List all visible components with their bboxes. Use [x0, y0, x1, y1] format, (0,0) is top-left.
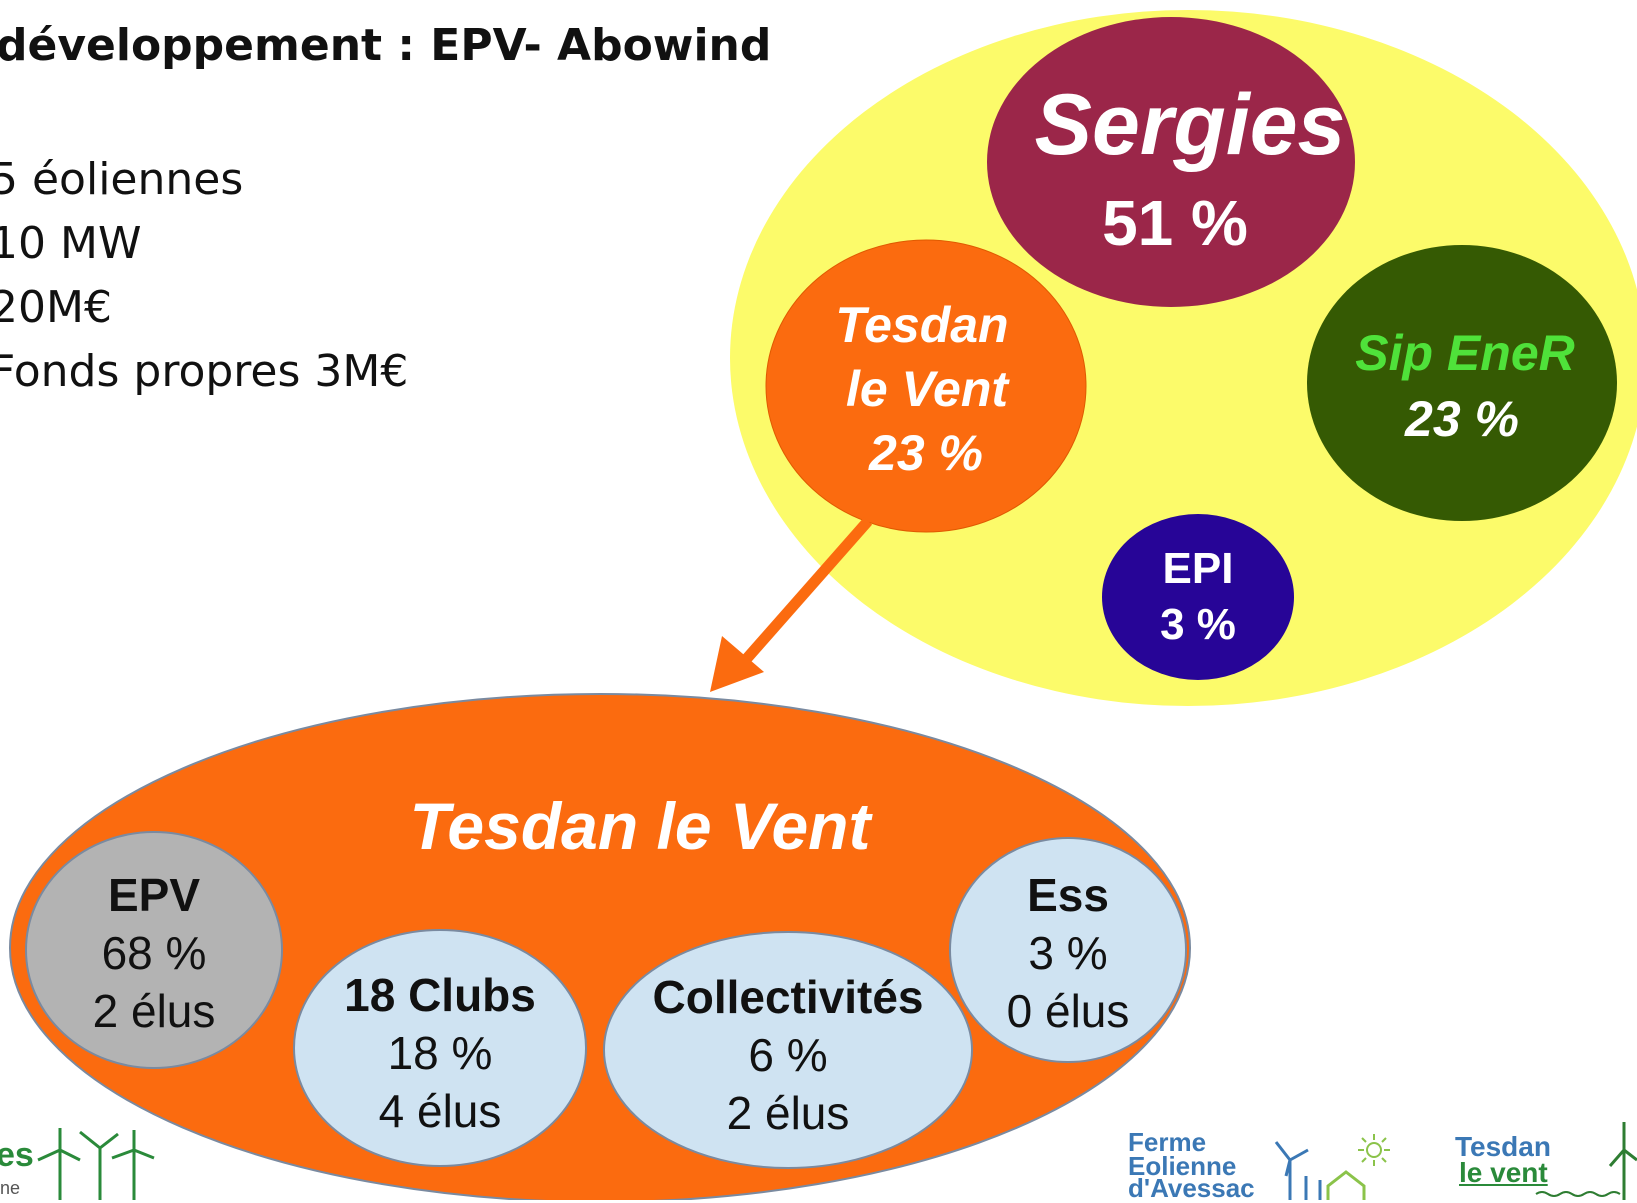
- collectivites-share: 6 %: [748, 1029, 828, 1081]
- left-logo-subtext: ne: [0, 1178, 21, 1198]
- sun-icon: [1358, 1134, 1390, 1166]
- epv-name: EPV: [107, 869, 201, 921]
- clubs-name: 18 Clubs: [344, 969, 536, 1021]
- tesdan-group-title: Tesdan le Vent: [409, 789, 871, 863]
- wind-turbine-icon: [37, 1128, 155, 1200]
- tesdan-logo-line2: le vent: [1459, 1157, 1548, 1188]
- left-logo-text: es: [0, 1136, 34, 1174]
- avessac-logo-line2: Eolienne: [1128, 1151, 1237, 1181]
- clubs-seats: 4 élus: [378, 1085, 502, 1137]
- ess-name: Ess: [1027, 869, 1109, 921]
- tesdan-circle: [765, 239, 1087, 533]
- avessac-logo-line3: d'Avessac: [1128, 1173, 1255, 1203]
- epi-name: EPI: [1162, 544, 1234, 593]
- clubs-circle: [293, 929, 587, 1167]
- epv-share: 68 %: [101, 927, 207, 979]
- sergies-share: 51 %: [1102, 187, 1248, 259]
- project-facts-list: 5 éoliennes 10 MW 20M€ Fonds propres 3M€: [0, 148, 408, 404]
- ess-circle: [949, 837, 1187, 1063]
- ess-seats: 0 élus: [1006, 985, 1130, 1037]
- sip-ener-name: Sip EneR: [1355, 325, 1575, 381]
- house-icon: [1326, 1170, 1366, 1200]
- epi-share: 3 %: [1160, 600, 1236, 649]
- collectivites-name: Collectivités: [652, 971, 924, 1023]
- tesdan-name-line1: Tesdan: [835, 297, 1009, 353]
- fact-power: 10 MW: [0, 218, 142, 269]
- waves-icon: [1535, 1191, 1621, 1197]
- clubs-share: 18 %: [387, 1027, 493, 1079]
- collectivites-circle: [603, 931, 973, 1169]
- collectivites-seats: 2 élus: [726, 1087, 850, 1139]
- sip-ener-circle: [1307, 245, 1617, 521]
- tesdan-name-line2: le Vent: [845, 361, 1009, 417]
- fact-turbines: 5 éoliennes: [0, 154, 244, 205]
- epv-circle: [25, 831, 283, 1069]
- sergies-circle: [987, 17, 1355, 307]
- tesdan-logo-turbine-icon: [1608, 1122, 1637, 1200]
- epi-circle: [1102, 514, 1294, 680]
- arrow-line: [737, 517, 873, 668]
- tesdan-share: 23 %: [869, 425, 983, 481]
- epv-seats: 2 élus: [92, 985, 216, 1037]
- sergies-name: Sergies: [1034, 77, 1346, 173]
- shareholders-ellipse: [730, 10, 1637, 706]
- ess-share: 3 %: [1028, 927, 1108, 979]
- fact-cost: 20M€: [0, 282, 112, 333]
- avessac-turbine-icon: [1274, 1141, 1322, 1200]
- page-title: développement : EPV- Abowind: [0, 20, 772, 71]
- avessac-logo-line1: Ferme: [1128, 1127, 1207, 1157]
- arrow-head: [710, 636, 764, 692]
- tesdan-logo-line1: Tesdan: [1455, 1131, 1551, 1162]
- sip-ener-share: 23 %: [1405, 391, 1519, 447]
- fact-equity: Fonds propres 3M€: [0, 346, 409, 397]
